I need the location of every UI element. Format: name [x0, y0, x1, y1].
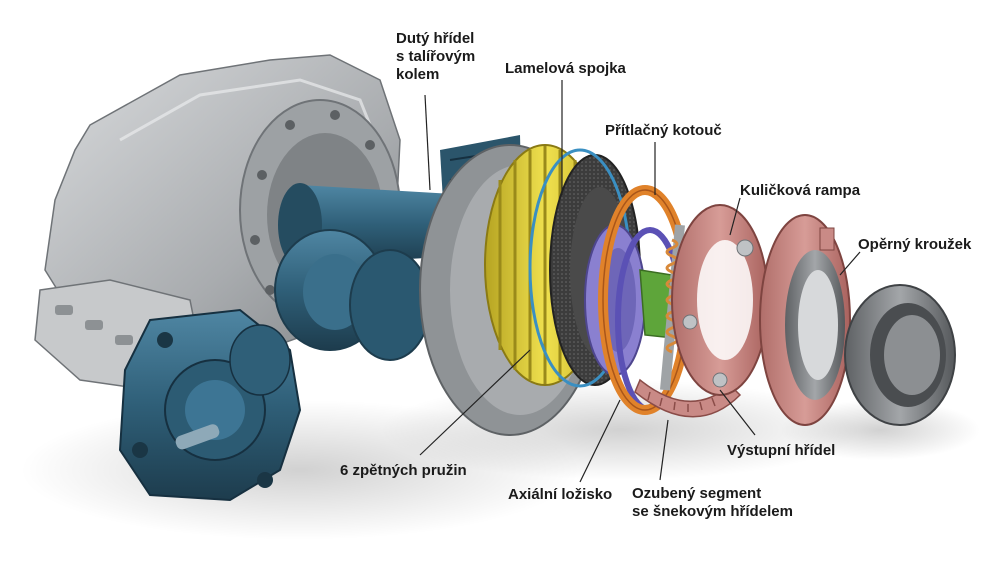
leader-return-springs — [419, 349, 531, 456]
label-toothed-segment-line-2: se šnekovým hřídelem — [632, 503, 793, 520]
output-flange — [118, 308, 302, 502]
label-hollow-shaft: Dutý hřídel s talířovým kolem — [396, 30, 475, 84]
leader-axial-bearing — [579, 399, 621, 483]
toothed-segment — [634, 378, 742, 418]
label-ball-ramp: Kuličková rampa — [740, 182, 861, 199]
label-toothed-segment: Ozubený segment se šnekovým hřídelem — [632, 485, 793, 521]
leader-support-ring — [839, 251, 861, 276]
leader-ball-ramp — [729, 197, 741, 236]
support-ring — [844, 284, 956, 426]
leader-hollow-shaft — [424, 94, 431, 191]
leader-output-shaft — [719, 389, 756, 436]
label-hollow-shaft-line-3: kolem — [396, 66, 440, 83]
ball-ramp-disc — [759, 214, 851, 426]
label-pressure-plate: Přítlačný kotouč — [605, 122, 722, 139]
label-toothed-segment-line-1: Ozubený segment — [632, 485, 762, 502]
label-axial-bearing: Axiální ložisko — [508, 486, 613, 503]
label-hollow-shaft-line-2: s talířovým — [396, 48, 476, 65]
leader-lines — [419, 80, 861, 483]
label-multiplate-clutch: Lamelová spojka — [505, 60, 626, 77]
leader-toothed-segment — [659, 419, 669, 481]
label-output-shaft: Výstupní hřídel — [727, 442, 836, 459]
label-support-ring: Opěrný kroužek — [858, 236, 972, 253]
label-hollow-shaft-line-1: Dutý hřídel — [396, 30, 475, 47]
ball-ramp — [671, 204, 769, 396]
label-return-springs: 6 zpětných pružin — [340, 462, 467, 479]
